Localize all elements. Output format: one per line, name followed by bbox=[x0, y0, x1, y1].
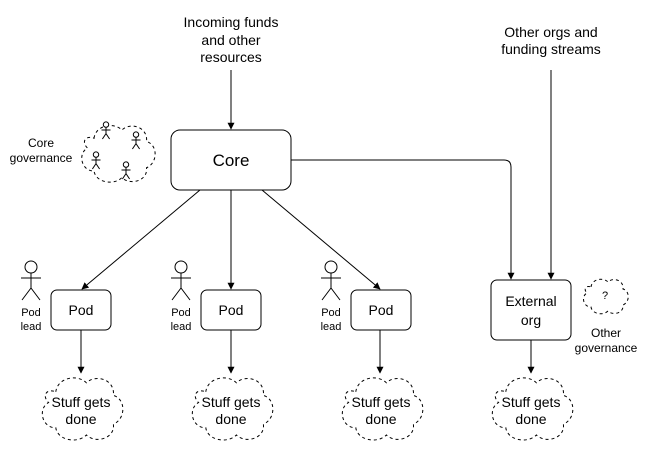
person-icon bbox=[92, 152, 101, 169]
svg-text:governance: governance bbox=[575, 341, 638, 355]
person-icon bbox=[122, 162, 131, 179]
svg-text:governance: governance bbox=[10, 151, 73, 165]
svg-text:Stuff gets: Stuff gets bbox=[52, 394, 111, 410]
core-governance-label: Core governance bbox=[10, 136, 73, 165]
svg-text:resources: resources bbox=[200, 49, 261, 65]
svg-text:done: done bbox=[215, 411, 246, 427]
svg-text:Stuff gets: Stuff gets bbox=[202, 394, 261, 410]
svg-text:Pod: Pod bbox=[171, 307, 191, 319]
svg-text:Other: Other bbox=[591, 326, 621, 340]
svg-text:Stuff gets: Stuff gets bbox=[352, 394, 411, 410]
svg-text:done: done bbox=[365, 411, 396, 427]
pod-lead-2: Pod lead bbox=[171, 260, 192, 333]
external-governance-cloud: ? bbox=[583, 278, 629, 315]
svg-text:Incoming funds: Incoming funds bbox=[184, 14, 279, 30]
other-governance-label: Other governance bbox=[575, 326, 638, 355]
edge-core-to-pod-3 bbox=[261, 189, 381, 290]
edge-core-to-external bbox=[291, 159, 515, 280]
outcome-cloud-external: Stuff gets done bbox=[491, 377, 574, 441]
edge-core-to-pod-1 bbox=[81, 189, 201, 290]
svg-text:Core: Core bbox=[28, 136, 54, 150]
svg-text:?: ? bbox=[602, 290, 608, 302]
person-icon bbox=[132, 132, 141, 149]
svg-text:Stuff gets: Stuff gets bbox=[502, 394, 561, 410]
svg-text:Pod: Pod bbox=[69, 302, 94, 318]
svg-text:org: org bbox=[521, 312, 541, 328]
svg-text:Pod: Pod bbox=[21, 307, 41, 319]
svg-text:done: done bbox=[65, 411, 96, 427]
svg-text:Core: Core bbox=[213, 151, 250, 170]
svg-text:done: done bbox=[515, 411, 546, 427]
pod-node-2: Pod bbox=[200, 289, 262, 331]
person-icon bbox=[21, 260, 41, 301]
person-icon bbox=[321, 260, 341, 301]
person-icon bbox=[102, 122, 111, 139]
other-orgs-label: Other orgs and funding streams bbox=[501, 24, 601, 57]
pod-lead-3: Pod lead bbox=[321, 260, 342, 333]
pod-node-1: Pod bbox=[50, 289, 112, 331]
svg-text:Other orgs and: Other orgs and bbox=[504, 24, 597, 40]
svg-text:and other: and other bbox=[201, 32, 260, 48]
pod-lead-1: Pod lead bbox=[21, 260, 42, 333]
pod-node-3: Pod bbox=[350, 289, 412, 331]
svg-text:Pod: Pod bbox=[219, 302, 244, 318]
svg-text:lead: lead bbox=[321, 321, 342, 333]
person-icon bbox=[171, 260, 191, 301]
outcome-cloud-1: Stuff gets done bbox=[41, 377, 124, 441]
core-governance-cloud bbox=[81, 122, 156, 183]
svg-text:Pod: Pod bbox=[321, 307, 341, 319]
core-node: Core bbox=[170, 129, 292, 191]
incoming-funds-label: Incoming funds and other resources bbox=[184, 14, 279, 65]
outcome-cloud-2: Stuff gets done bbox=[191, 377, 274, 441]
external-org-node: External org bbox=[490, 279, 572, 341]
svg-text:funding streams: funding streams bbox=[501, 41, 601, 57]
outcome-cloud-3: Stuff gets done bbox=[341, 377, 424, 441]
svg-text:External: External bbox=[505, 293, 556, 309]
svg-text:Pod: Pod bbox=[369, 302, 394, 318]
svg-text:lead: lead bbox=[171, 321, 192, 333]
svg-text:lead: lead bbox=[21, 321, 42, 333]
